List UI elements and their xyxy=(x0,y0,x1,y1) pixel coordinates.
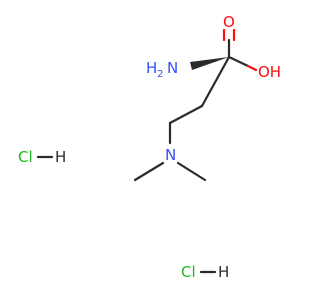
hcl-2-cl-label: Cl xyxy=(181,263,196,281)
stereo-wedge-bond xyxy=(190,57,229,70)
hcl-1-h-label: H xyxy=(55,148,66,166)
chemical-structure: H 2 N O OH N Cl H Cl H xyxy=(18,13,281,281)
amine-n-label: N xyxy=(167,59,178,77)
carbonyl-o-label: O xyxy=(223,13,235,31)
bond-carboxyl-oh-red xyxy=(246,64,258,72)
dimethyl-n-label: N xyxy=(165,146,176,164)
bond-cbeta-cgamma xyxy=(168,104,204,125)
bond-n-methyl-right xyxy=(176,161,207,182)
hcl-1-cl-label: Cl xyxy=(18,148,33,166)
bond-carboxyl-oh xyxy=(227,55,250,68)
bond-calpha-cbeta xyxy=(200,55,231,108)
hydroxyl-label: OH xyxy=(258,63,281,81)
hcl-2-h-label: H xyxy=(218,263,229,281)
amine-h-subscript: 2 xyxy=(157,69,163,80)
bond-n-methyl-left xyxy=(133,161,165,182)
amine-h-label: H xyxy=(146,59,157,77)
